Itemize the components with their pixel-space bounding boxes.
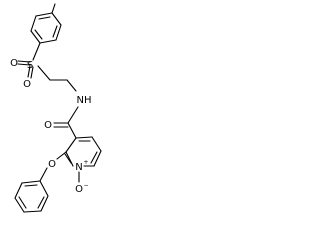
aryl-sulfur-bond (32, 42, 41, 61)
pyridine-ring (64, 122, 102, 167)
pyridine-nitrogen-label: N (75, 162, 82, 173)
molecule-structure: S O O NH O N + O − O (10, 3, 102, 213)
sulfonyl-oxygen-bottom: O (23, 79, 31, 90)
amide-nitrogen-label: NH (77, 95, 92, 106)
ether-bonds (39, 151, 67, 182)
n-oxide-oxygen-label: O (75, 184, 83, 195)
atom-labels: S O O NH O N + O − O (10, 58, 91, 195)
toluene-ring (30, 12, 62, 44)
oxygen-minus-charge: − (83, 182, 88, 189)
nitrogen-plus-charge: + (83, 159, 88, 166)
amide-bonds (53, 106, 79, 128)
sulfonyl-oxygen-left: O (10, 58, 18, 69)
ethyl-linker (37, 65, 77, 92)
amide-oxygen-label: O (44, 120, 52, 131)
sulfur-label: S (27, 60, 33, 71)
sulfonyl-bonds (17, 60, 34, 79)
ether-oxygen-label: O (48, 159, 56, 170)
phenyl-ring (14, 180, 49, 213)
methyl-bond (51, 3, 56, 14)
